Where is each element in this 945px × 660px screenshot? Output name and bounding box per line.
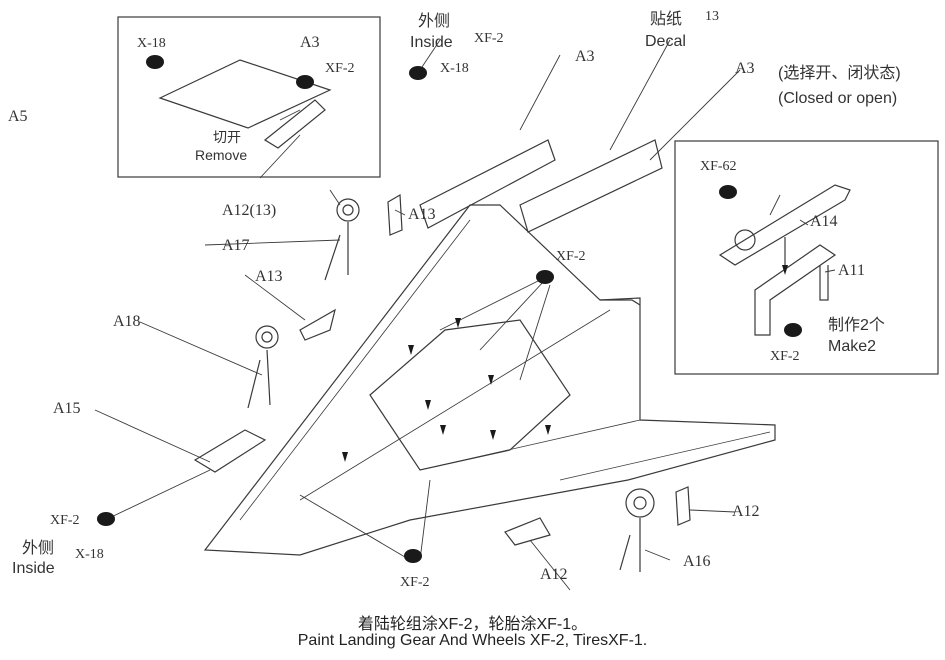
strut-a17 <box>324 222 349 281</box>
strut-a16 <box>619 518 641 572</box>
wheel-a16 <box>625 488 655 518</box>
part-a14-missile <box>718 184 851 266</box>
label-a11: A11 <box>838 262 865 279</box>
aircraft-fuselage <box>203 204 776 556</box>
label-a13-lower: A13 <box>255 268 283 285</box>
paint-blob-xf2-inset <box>296 75 314 89</box>
part-a11-arm <box>819 265 829 301</box>
panel-a3-center <box>419 139 556 229</box>
door-a13-upper <box>387 193 403 236</box>
label-inside-bottom-cn: 外侧 <box>22 540 55 557</box>
label-decal-num: 13 <box>705 9 719 24</box>
paint-blob-x18-inset <box>146 55 164 69</box>
label-a3-right: A3 <box>735 60 755 77</box>
label-a12-bottom: A12 <box>540 566 568 583</box>
label-a18: A18 <box>113 313 141 330</box>
label-xf62: XF-62 <box>700 159 737 174</box>
part-a14-fin <box>734 229 756 251</box>
label-xf2-inset-right: XF-2 <box>770 349 800 364</box>
label-inside-bottom-en: Inside <box>12 560 55 577</box>
caption-en: Paint Landing Gear And Wheels XF-2, Tire… <box>297 632 648 649</box>
label-a12-right: A12 <box>732 503 760 520</box>
paint-blob-xf2-left <box>97 512 115 526</box>
label-x18-top: X-18 <box>440 61 469 76</box>
label-xf2-bottom-left: XF-2 <box>50 513 80 528</box>
label-remove-cn: 切开 <box>213 129 241 145</box>
label-a3-inset: A3 <box>300 34 320 51</box>
paint-blob-xf2-right <box>784 323 802 337</box>
label-xf2-inset: XF-2 <box>325 61 355 76</box>
label-inside-top-cn: 外侧 <box>418 13 451 30</box>
label-x18-inset: X-18 <box>137 36 166 51</box>
wheel-a17 <box>336 198 360 222</box>
label-a12-13: A12(13) <box>222 202 277 219</box>
inset-box-right <box>674 140 939 375</box>
aircraft-inner-bay <box>369 319 571 471</box>
panel-a3-right <box>519 139 663 233</box>
label-closed-open-cn: (选择开、闭状态) <box>778 65 901 82</box>
label-inside-top-paint: XF-2 <box>474 31 504 46</box>
aircraft-panel-lines <box>239 219 771 521</box>
label-a13-upper: A13 <box>408 206 436 223</box>
door-a12-right <box>675 486 691 526</box>
label-inside-top-en: Inside <box>410 34 453 51</box>
label-decal-cn: 贴纸 <box>650 11 683 28</box>
label-closed-open-en: (Closed or open) <box>778 90 898 107</box>
aircraft-wing-edge <box>600 299 641 306</box>
wheel-a18 <box>255 325 279 349</box>
strut-a18 <box>247 349 271 409</box>
label-xf2-bottom: XF-2 <box>400 575 430 590</box>
label-make-cn: 制作2个 <box>828 317 885 334</box>
caption-cn: 着陆轮组涂XF-2，轮胎涂XF-1。 <box>357 616 588 633</box>
label-a14: A14 <box>810 213 838 230</box>
label-a16: A16 <box>683 553 711 570</box>
leader-lines <box>94 39 836 591</box>
paint-blob-xf62 <box>719 185 737 199</box>
paint-blob-x18-top <box>409 66 427 80</box>
remove-part-outline <box>263 99 326 149</box>
page-label: A5 <box>8 108 28 125</box>
panel-a3-inset <box>158 59 332 129</box>
door-a12-bottom <box>504 517 551 546</box>
label-decal-en: Decal <box>645 33 686 50</box>
arrow-marker-right <box>782 265 788 275</box>
label-a17: A17 <box>222 237 250 254</box>
label-x18-bottom: X-18 <box>75 547 104 562</box>
door-a15 <box>193 429 267 473</box>
paint-blob-xf2-bottom <box>404 549 422 563</box>
label-a3-center: A3 <box>575 48 595 65</box>
label-a15: A15 <box>53 400 81 417</box>
label-xf2-center: XF-2 <box>556 249 586 264</box>
paint-blob-xf2-center <box>536 270 554 284</box>
door-a13-lower <box>299 308 336 341</box>
part-a11-bracket <box>754 244 837 336</box>
inset-box-top-left <box>117 16 381 178</box>
label-remove-en: Remove <box>195 147 248 163</box>
label-make-en: Make2 <box>828 338 877 355</box>
